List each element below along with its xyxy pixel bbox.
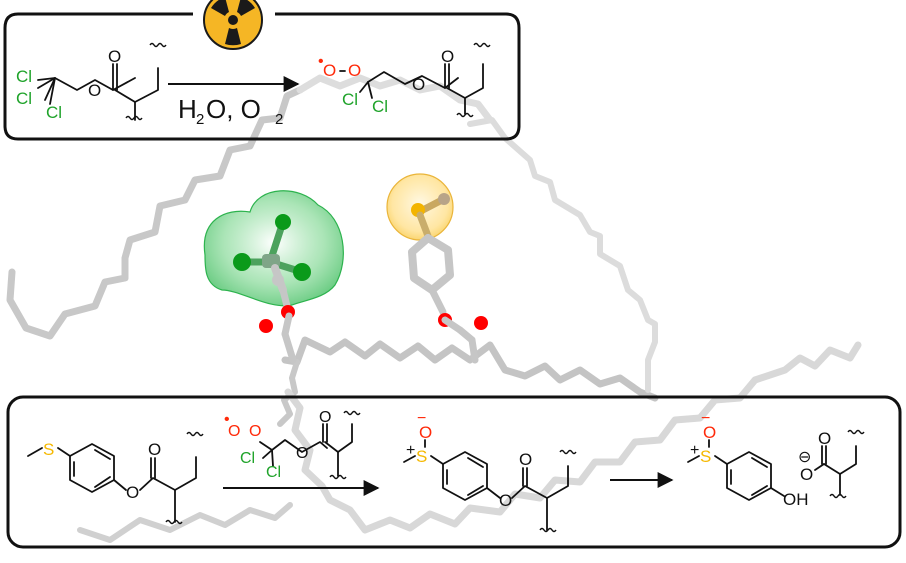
conditions-subscript: 2 [275,111,283,128]
o-label: O [412,75,425,94]
reaction-conditions: H 2 O, O 2 [178,94,283,128]
oh-label: OH [783,490,809,509]
o-label: O [499,491,512,510]
cl-label: Cl [46,103,62,122]
trichloromethyl-group-model [203,190,344,364]
cl-label: Cl [240,450,255,467]
s-label: S [416,447,427,466]
o-label: O [441,47,454,66]
trichloroethyl-ester-reactant: Cl Cl Cl O O [16,42,167,122]
positive-charge: + [690,442,699,459]
polymer-backbone [6,74,862,543]
s-label: S [43,440,54,459]
peroxyl-radical-oxidant: • O O Cl Cl O O [224,409,361,481]
cl-label: Cl [16,67,32,86]
thioether-phenyl-ester-reactant: S O O [27,431,204,525]
positive-charge: + [406,442,415,459]
o-label: O [800,465,813,484]
radical-dot: • [224,411,230,428]
o-label: O [108,47,121,66]
cl-label: Cl [372,97,388,116]
cl-label: Cl [342,90,358,109]
o-label: O [818,429,831,448]
conditions-o: O, O [206,94,261,124]
bottom-reaction-panel-frame [6,395,902,549]
s-label: S [700,447,711,466]
o-label: O [319,409,331,426]
o-label: O [348,61,361,80]
negative-charge: − [701,410,710,427]
o-label: O [703,423,716,442]
o-label: O [519,450,532,469]
peroxyl-radical-product: • O O Cl Cl O O [318,42,491,118]
o-label: O [88,81,101,100]
o-label: O [249,423,261,440]
top-reaction-panel: Cl Cl Cl O O H 2 O, O 2 • O [3,0,521,141]
conditions-h: H [178,94,197,124]
o-label: O [296,445,308,462]
o-label: O [126,483,139,502]
cl-label: Cl [16,89,32,108]
o-label: O [419,423,432,442]
thioether-phenyl-group-model [386,173,488,364]
conditions-subscript: 2 [196,111,204,128]
carboxylate-product: ⊖ O O [798,429,865,499]
cl-label: Cl [266,464,281,481]
carbonyl-oxygen-atom [259,319,273,333]
radiation-trefoil-icon [203,0,263,50]
sulfoxide-phenyl-ester-intermediate: − O + S O O [403,410,577,533]
negative-charge-circled: ⊖ [798,449,811,466]
o-label: O [228,423,240,440]
o-label: O [148,440,161,459]
negative-charge: − [417,410,426,427]
sulfoxide-phenol-product: − O + S OH [687,410,809,509]
o-label: O [323,61,336,80]
radical-dot: • [318,53,324,70]
